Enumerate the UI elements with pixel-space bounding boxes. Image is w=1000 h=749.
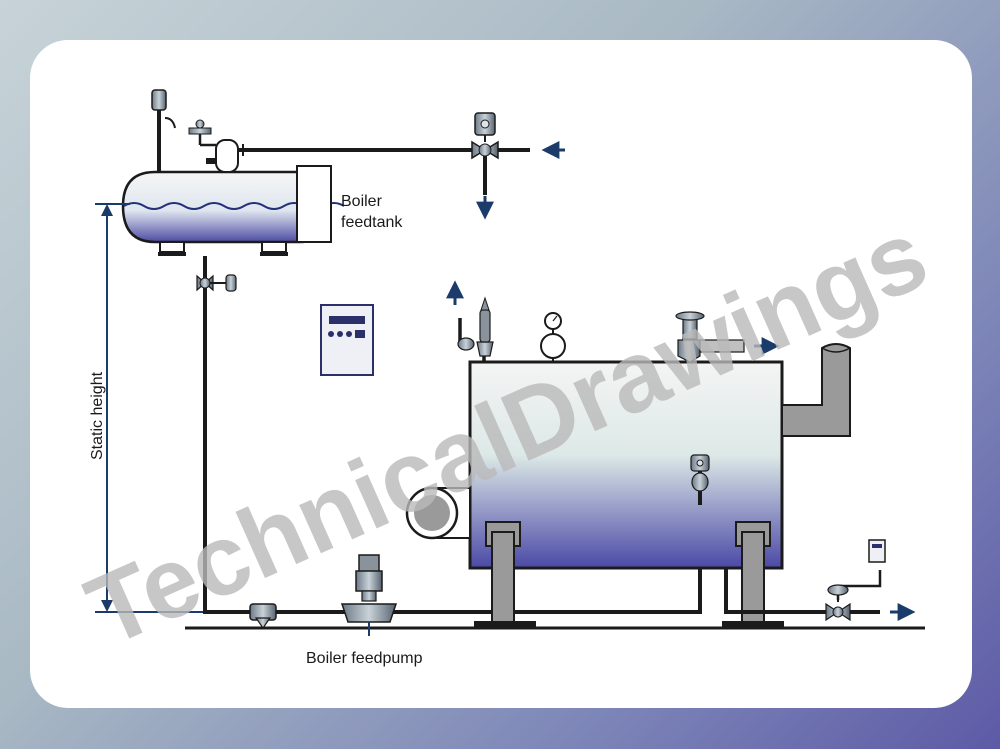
isolating-valve-icon bbox=[196, 274, 237, 292]
feed-check-valve-icon bbox=[690, 454, 710, 505]
static-height-dimension bbox=[95, 203, 205, 613]
control-valve-icon bbox=[471, 112, 499, 160]
pump-icon bbox=[340, 554, 398, 636]
feedpump-label: Boiler feedpump bbox=[306, 650, 423, 667]
feedtank-label-line1: Boiler bbox=[341, 193, 383, 210]
level-controller-icon bbox=[151, 89, 176, 172]
strainer-icon bbox=[249, 603, 277, 630]
feedtank-label-line2: feedtank bbox=[341, 214, 403, 231]
safety-valve-icon bbox=[457, 296, 494, 362]
burner-icon bbox=[405, 486, 471, 540]
chimney-icon bbox=[781, 343, 851, 437]
static-height-label: Static height bbox=[89, 371, 106, 460]
main-steam-valve-icon bbox=[675, 311, 745, 363]
control-panel-icon bbox=[320, 304, 374, 376]
blowdown-valve-icon bbox=[825, 584, 851, 622]
pressure-gauge-icon bbox=[540, 312, 566, 362]
boiler-feedtank bbox=[121, 139, 345, 256]
blowdown-controller-icon bbox=[868, 539, 886, 563]
boiler-legs bbox=[474, 521, 784, 627]
boiler-vessel bbox=[468, 360, 784, 570]
vent-valve-icon bbox=[188, 119, 216, 147]
